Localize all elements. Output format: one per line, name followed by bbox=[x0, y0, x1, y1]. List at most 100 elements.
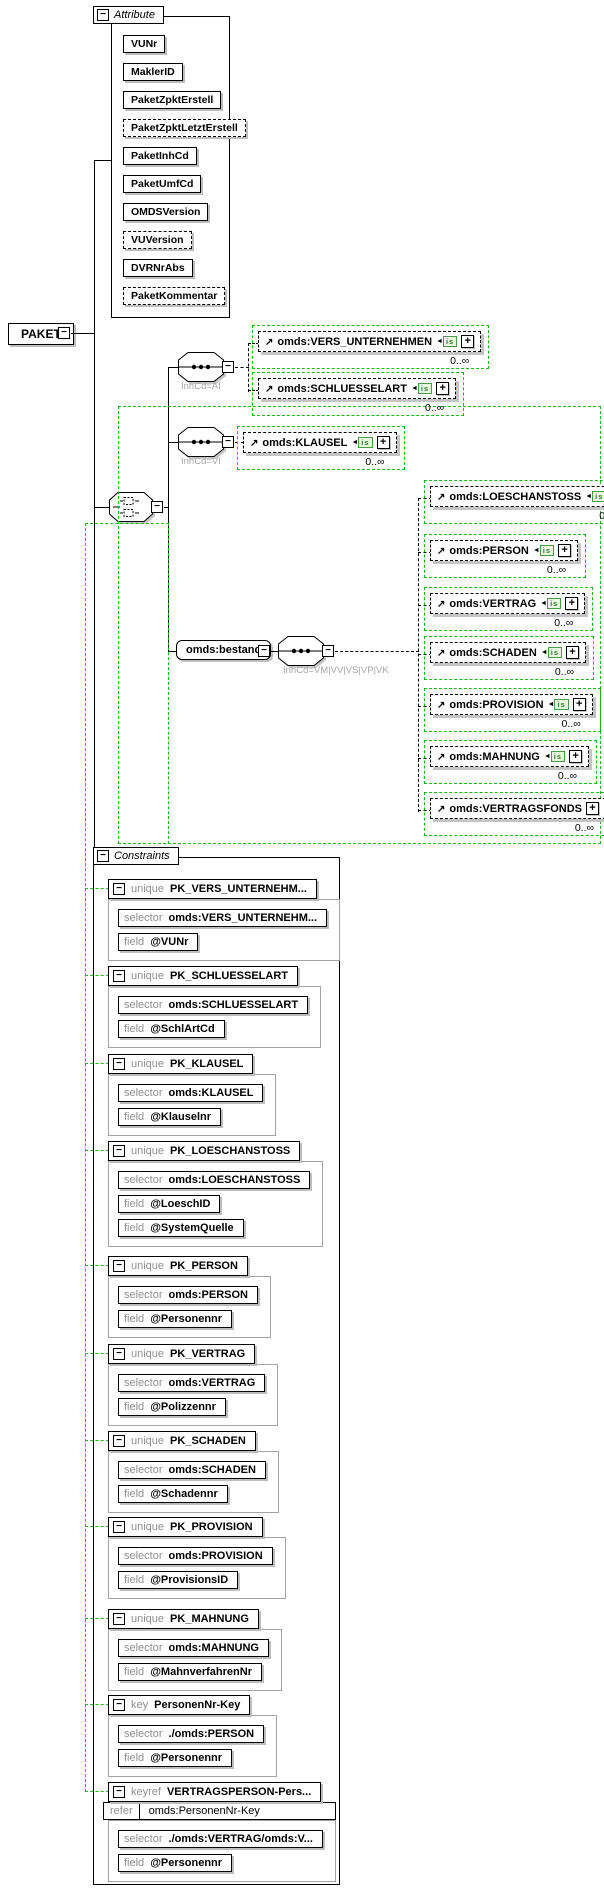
element-ref[interactable]: ↗omds:SCHLUESSELART◄is+ bbox=[258, 378, 457, 399]
constraint-selector-row[interactable]: selector./omds:PERSON bbox=[118, 1725, 265, 1743]
constraint-row-value: @MahnverfahrenNr bbox=[150, 1666, 252, 1678]
attribute-item[interactable]: PaketUmfCd bbox=[123, 175, 202, 193]
identity-constraint-icon: ◄is bbox=[548, 699, 569, 710]
element-ref-name: omds:LOESCHANSTOSS bbox=[449, 490, 582, 503]
collapse-icon[interactable]: − bbox=[113, 1521, 125, 1533]
expand-icon[interactable]: + bbox=[565, 597, 579, 610]
element-ref[interactable]: ↗omds:VERS_UNTERNEHMEN◄is+ bbox=[258, 331, 482, 352]
element-ref[interactable]: ↗omds:SCHADEN◄is+ bbox=[430, 642, 586, 663]
element-occurrence-group: ↗omds:SCHADEN◄is+0..∞ bbox=[424, 636, 594, 680]
expand-icon[interactable]: + bbox=[566, 646, 579, 659]
constraint-field-row[interactable]: field@SystemQuelle bbox=[118, 1219, 244, 1237]
expand-icon[interactable]: + bbox=[461, 335, 475, 348]
expand-icon[interactable]: + bbox=[558, 544, 572, 557]
attribute-item[interactable]: MaklerID bbox=[123, 63, 183, 81]
collapse-icon[interactable]: − bbox=[97, 9, 109, 21]
sequence-connector[interactable] bbox=[178, 352, 224, 387]
constraint-field-row[interactable]: field@VUNr bbox=[118, 933, 199, 951]
connector-line bbox=[335, 651, 419, 652]
element-ref[interactable]: ↗omds:LOESCHANSTOSS◄is+ bbox=[430, 486, 604, 507]
bestand-element[interactable]: omds:bestand bbox=[176, 640, 272, 660]
constraint-row-value: @Schadennr bbox=[150, 1488, 218, 1500]
sequence-connector[interactable] bbox=[178, 427, 224, 462]
attribute-item[interactable]: DVRNrAbs bbox=[123, 259, 193, 277]
expand-icon[interactable]: + bbox=[436, 382, 450, 395]
expand-icon[interactable]: + bbox=[586, 802, 600, 815]
attribute-item[interactable]: VUVersion bbox=[123, 231, 192, 249]
collapse-icon[interactable]: − bbox=[222, 361, 234, 373]
collapse-icon[interactable]: − bbox=[113, 970, 125, 982]
attribute-item[interactable]: PaketInhCd bbox=[123, 147, 197, 165]
constraint-field-row[interactable]: field@MahnverfahrenNr bbox=[118, 1663, 262, 1681]
element-ref[interactable]: ↗omds:PROVISION◄is+ bbox=[430, 694, 593, 715]
collapse-icon[interactable]: − bbox=[151, 501, 163, 513]
element-ref-arrow-icon: ↗ bbox=[437, 804, 446, 815]
attribute-item[interactable]: PaketZpktErstell bbox=[123, 91, 222, 109]
collapse-icon[interactable]: − bbox=[113, 1348, 125, 1360]
constraint-field-row[interactable]: field@Schadennr bbox=[118, 1485, 228, 1503]
choice-connector[interactable] bbox=[109, 492, 153, 527]
collapse-icon[interactable]: − bbox=[113, 1435, 125, 1447]
collapse-icon[interactable]: − bbox=[113, 1613, 125, 1625]
element-ref[interactable]: ↗omds:KLAUSEL◄is+ bbox=[243, 432, 397, 453]
collapse-icon[interactable]: − bbox=[222, 436, 234, 448]
constraint-field-row[interactable]: field@Polizzennr bbox=[118, 1398, 226, 1416]
expand-icon[interactable]: + bbox=[572, 698, 586, 711]
attribute-item[interactable]: OMDSVersion bbox=[123, 203, 209, 221]
collapse-icon[interactable]: − bbox=[113, 1786, 125, 1798]
collapse-icon[interactable]: − bbox=[258, 645, 270, 657]
expand-icon[interactable]: + bbox=[569, 750, 583, 763]
constraint-field-row[interactable]: field@SchlArtCd bbox=[118, 1020, 225, 1038]
attribute-item[interactable]: PaketKommentar bbox=[123, 287, 226, 305]
collapse-icon[interactable]: − bbox=[113, 1699, 125, 1711]
paket-element[interactable]: PAKET bbox=[8, 323, 74, 345]
constraint-name: PersonenNr-Key bbox=[154, 1699, 241, 1711]
collapse-icon[interactable]: − bbox=[113, 1145, 125, 1157]
constraint-selector-row[interactable]: selector./omds:VERTRAG/omds:V... bbox=[118, 1830, 323, 1848]
attribute-item[interactable]: VUNr bbox=[123, 35, 166, 53]
constraint-field-row[interactable]: field@Personennr bbox=[118, 1854, 233, 1872]
collapse-icon[interactable]: − bbox=[58, 327, 70, 339]
constraint-field-row[interactable]: field@Personennr bbox=[118, 1749, 233, 1767]
constraint-field-row[interactable]: field@Personennr bbox=[118, 1310, 233, 1328]
element-ref[interactable]: ↗omds:VERTRAG◄is+ bbox=[430, 593, 586, 614]
constraint-row-kind-label: field bbox=[124, 1574, 145, 1586]
collapse-icon[interactable]: − bbox=[113, 1058, 125, 1070]
expand-icon[interactable]: + bbox=[376, 436, 390, 449]
connector-line bbox=[94, 160, 112, 161]
collapse-icon[interactable]: − bbox=[113, 1260, 125, 1272]
element-ref[interactable]: ↗omds:PERSON◄is+ bbox=[430, 540, 579, 561]
element-ref[interactable]: ↗omds:MAHNUNG◄is+ bbox=[430, 746, 590, 767]
constraint-field-row[interactable]: field@ProvisionsID bbox=[118, 1571, 239, 1589]
collapse-icon[interactable]: − bbox=[113, 883, 125, 895]
constraint-field-row[interactable]: field@Klauselnr bbox=[118, 1108, 222, 1126]
collapse-icon[interactable]: − bbox=[322, 645, 334, 657]
attribute-item[interactable]: PaketZpktLetztErstell bbox=[123, 119, 246, 137]
sequence-connector[interactable] bbox=[278, 636, 324, 671]
element-ref[interactable]: ↗omds:VERTRAGSFONDS+ bbox=[430, 798, 604, 819]
constraint-field-row[interactable]: field@LoeschID bbox=[118, 1195, 221, 1213]
collapse-icon[interactable]: − bbox=[97, 850, 109, 862]
constraint-name: PK_SCHLUESSELART bbox=[170, 970, 289, 982]
